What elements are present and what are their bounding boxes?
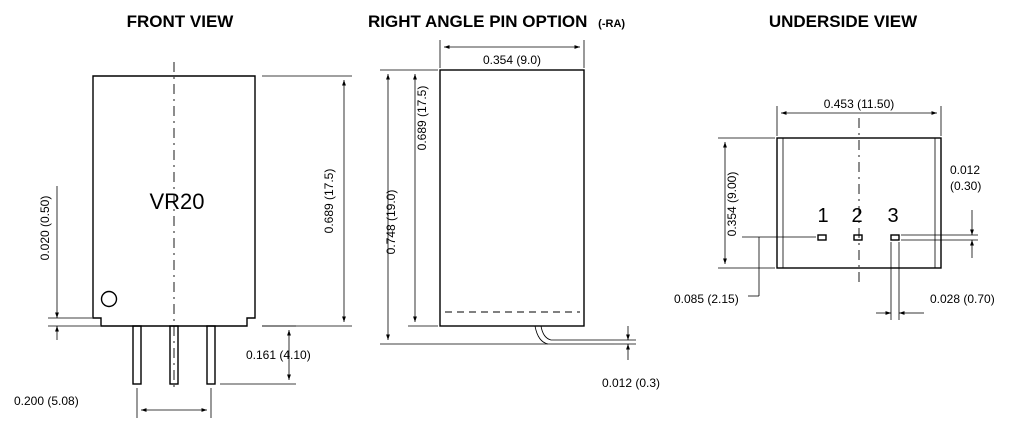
underside-pin-3	[890, 234, 900, 241]
underside-body-outline	[776, 137, 942, 269]
front-view-title: FRONT VIEW	[127, 12, 235, 31]
part-label: VR20	[149, 189, 204, 214]
us-thick-label-mm: (0.30)	[950, 179, 981, 193]
ra-width-label: 0.354 (9.0)	[483, 53, 541, 67]
front-pin-3	[206, 325, 216, 385]
standoff-label: 0.020 (0.50)	[38, 196, 52, 261]
us-offset-label: 0.085 (2.15)	[674, 292, 739, 306]
underside-pin-1	[817, 234, 827, 241]
us-width-label: 0.453 (11.50)	[824, 97, 895, 111]
us-depth-label: 0.354 (9.00)	[725, 172, 739, 237]
front-pin-1	[132, 325, 142, 385]
ra-pin-thickness-label: 0.012 (0.3)	[602, 376, 660, 390]
underside-pin-2	[853, 234, 863, 241]
pin-number-1: 1	[817, 205, 828, 227]
ra-pin-lead-top	[534, 325, 614, 345]
right-angle-view: RIGHT ANGLE PIN OPTION (-RA) 0.354 (9.0)…	[368, 12, 660, 390]
underside-title: UNDERSIDE VIEW	[769, 12, 918, 31]
right-angle-title-suffix: (-RA)	[598, 18, 625, 30]
ra-total-label: 0.748 (19.0)	[384, 190, 398, 255]
pin-number-2: 2	[851, 205, 862, 227]
right-angle-title-main: RIGHT ANGLE PIN OPTION	[368, 12, 587, 31]
us-thick-label: 0.012	[950, 163, 980, 177]
ra-body-outline	[439, 69, 585, 327]
pin-number-3: 3	[887, 205, 898, 227]
front-pin-2	[169, 325, 179, 385]
front-height-label: 0.689 (17.5)	[322, 169, 336, 234]
pitch-label: 0.200 (5.08)	[14, 394, 79, 408]
front-view: FRONT VIEW VR20 0.689 (17.5) 0.020 (0.50…	[14, 12, 352, 418]
underside-view: UNDERSIDE VIEW 1 2 3 0.453 (11.50) 0.354…	[674, 12, 995, 320]
pin-length-label: 0.161 (4.10)	[246, 348, 311, 362]
ra-height-label: 0.689 (17.5)	[415, 86, 429, 151]
us-pinw-label: 0.028 (0.70)	[930, 292, 995, 306]
pin1-indicator-circle	[100, 290, 118, 308]
right-angle-title: RIGHT ANGLE PIN OPTION (-RA)	[368, 12, 625, 31]
ra-pin-lead-bottom	[540, 325, 614, 341]
